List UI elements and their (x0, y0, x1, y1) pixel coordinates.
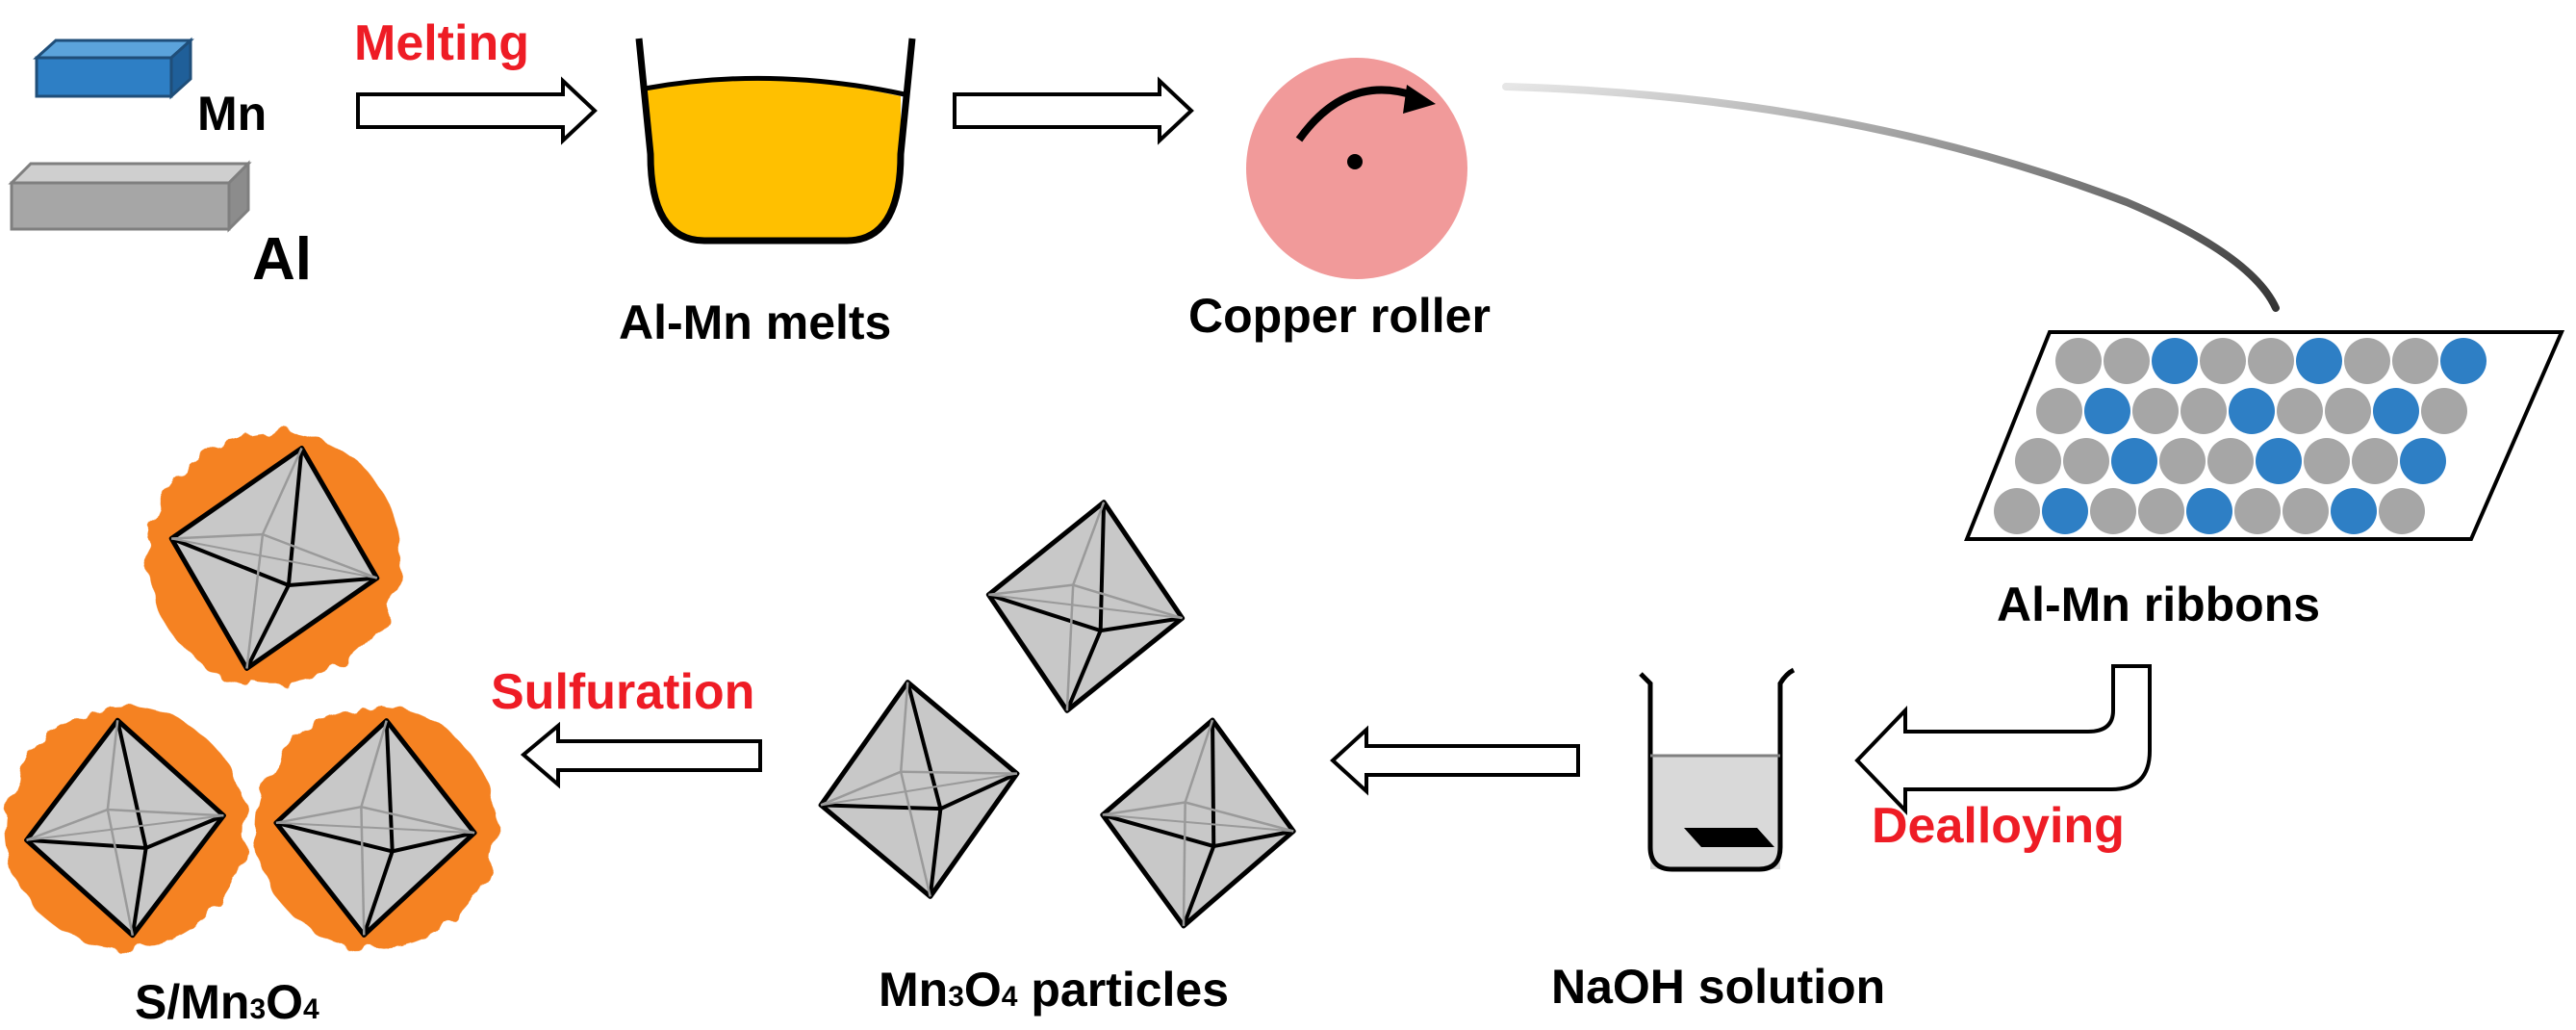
al-mn-ribbon (1964, 330, 2565, 541)
s-mn3o4-particles (4, 430, 497, 949)
product-label: S/Mn3O4 (135, 975, 319, 1029)
crucible (635, 38, 916, 245)
al-atom (2207, 438, 2254, 484)
step-sulfuration-label: Sulfuration (491, 664, 754, 720)
mn-block (33, 37, 194, 100)
arrow-to-roller (953, 76, 1194, 145)
mn-atom (2084, 388, 2130, 434)
beaker (1639, 667, 1796, 872)
mn3o4-octahedron (818, 680, 1020, 899)
mn-atom (2111, 438, 2157, 484)
al-atom (2159, 438, 2206, 484)
ribbons-label: Al-Mn ribbons (1997, 578, 2320, 631)
al-atom (2015, 438, 2061, 484)
ribbon-stream (1502, 83, 2280, 312)
al-label: Al (252, 226, 312, 293)
mn-atom (2331, 488, 2377, 534)
s-mn3o4-octahedron (146, 430, 402, 686)
mn-atom (2296, 338, 2342, 384)
dealloying-arrow (1854, 664, 2152, 815)
melting-arrow (356, 76, 598, 145)
s-mn3o4-octahedron (4, 707, 246, 949)
al-atom (2325, 388, 2371, 434)
step-dealloying-label: Dealloying (1872, 798, 2125, 854)
mn3o4-octahedron (1100, 717, 1296, 929)
mn3o4-particles (818, 500, 1296, 929)
al-atom (2283, 488, 2329, 534)
mn3o4-octahedron (985, 500, 1186, 713)
al-atom (2277, 388, 2323, 434)
step-melting-label: Melting (354, 15, 529, 71)
melts-label: Al-Mn melts (619, 296, 891, 349)
particles-label: Mn3O4 particles (879, 963, 1229, 1017)
al-atom (2392, 338, 2438, 384)
copper-roller (1246, 58, 1467, 279)
al-atom (2421, 388, 2467, 434)
al-atom (1994, 488, 2040, 534)
naoh-label: NaOH solution (1551, 960, 1885, 1014)
al-atom (2248, 338, 2294, 384)
sulfuration-arrow (520, 721, 762, 789)
roller-label: Copper roller (1188, 289, 1491, 343)
al-atom (2181, 388, 2227, 434)
arrow-to-particles (1330, 725, 1580, 796)
al-atom (2379, 488, 2425, 534)
mn-atom (2186, 488, 2232, 534)
mn-atom (2229, 388, 2275, 434)
mn-label: Mn (197, 87, 267, 141)
al-atom (2090, 488, 2136, 534)
al-atom (2344, 338, 2390, 384)
al-block (8, 160, 252, 233)
s-mn3o4-octahedron (254, 707, 497, 949)
mn-atom (2400, 438, 2446, 484)
al-atom (2132, 388, 2179, 434)
al-atom (2104, 338, 2150, 384)
ribbon-piece (1684, 828, 1774, 847)
al-atom (2138, 488, 2184, 534)
al-atom (2055, 338, 2102, 384)
al-atom (2234, 488, 2281, 534)
mn-atom (2440, 338, 2487, 384)
mn-atom (2042, 488, 2088, 534)
mn-atom (2373, 388, 2419, 434)
mn-atom (2152, 338, 2198, 384)
al-atom (2063, 438, 2109, 484)
al-atom (2304, 438, 2350, 484)
al-atom (2352, 438, 2398, 484)
al-atom (2036, 388, 2082, 434)
mn-atom (2256, 438, 2302, 484)
al-atom (2200, 338, 2246, 384)
